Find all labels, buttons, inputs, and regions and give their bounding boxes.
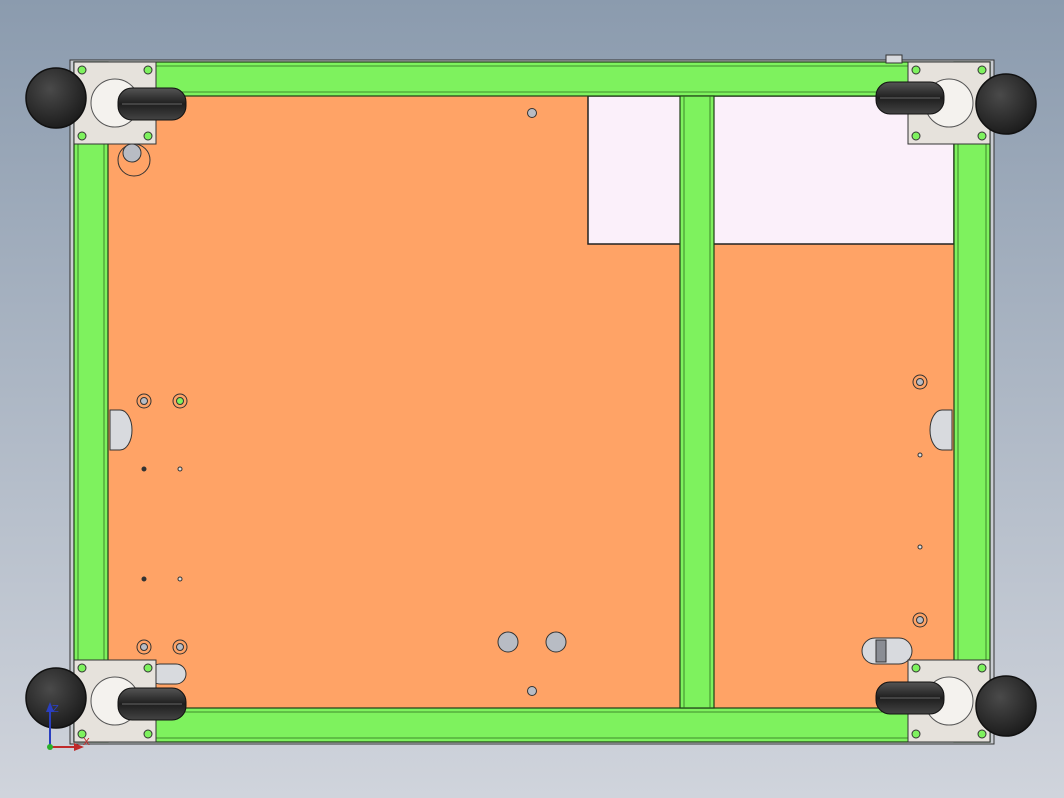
caster-wheel xyxy=(25,67,87,129)
bracket-bolt xyxy=(77,131,87,141)
caster-wheel xyxy=(975,675,1037,737)
bracket-bolt xyxy=(143,131,153,141)
bolt-hole-inner xyxy=(916,616,924,624)
orientation-triad: Z X xyxy=(46,702,90,751)
caster-top-right[interactable] xyxy=(875,61,1037,145)
frame-right-rail[interactable] xyxy=(953,61,991,743)
frame-clip xyxy=(885,54,903,64)
frame-left-rail[interactable] xyxy=(73,61,109,743)
pivot-hole-inner xyxy=(122,143,142,163)
bolt-hole-inner xyxy=(140,643,148,651)
triad-z-arrow xyxy=(46,702,54,712)
small-hole xyxy=(177,576,183,582)
right-lower-latch-bolt xyxy=(875,639,887,663)
small-hole xyxy=(141,466,147,472)
bracket-bolt xyxy=(77,729,87,739)
bracket-bolt xyxy=(911,729,921,739)
bolt-hole-inner xyxy=(916,378,924,386)
bracket-bolt xyxy=(911,131,921,141)
frame-bottom-rail[interactable] xyxy=(73,707,991,743)
bolt-hole-inner xyxy=(176,397,184,405)
left-latch[interactable] xyxy=(109,409,133,451)
storage-box[interactable] xyxy=(587,95,955,245)
plate-holes xyxy=(117,108,928,696)
frame-center-rail[interactable] xyxy=(679,95,715,709)
cable-hole xyxy=(497,631,519,653)
rail-bevels xyxy=(74,62,990,742)
triad-z-label: Z xyxy=(52,704,59,715)
bracket-bolt xyxy=(143,663,153,673)
frame-top-rail[interactable] xyxy=(73,61,991,97)
right-latch[interactable] xyxy=(929,409,953,451)
bracket-bolt xyxy=(77,663,87,673)
caster-wheel xyxy=(975,73,1037,135)
triad-x-arrow xyxy=(74,743,84,751)
small-hole xyxy=(141,576,147,582)
bracket-bolt xyxy=(977,729,987,739)
bolt-hole-inner xyxy=(140,397,148,405)
triad-x-label: X xyxy=(83,737,90,748)
mount-hole xyxy=(527,686,537,696)
small-hole xyxy=(917,452,923,458)
bracket-bolt xyxy=(143,65,153,75)
caster-bottom-right[interactable] xyxy=(875,659,1037,743)
bracket-bolt xyxy=(977,131,987,141)
casters xyxy=(25,61,1037,743)
right-lower-latch[interactable] xyxy=(861,637,913,665)
frame-members xyxy=(73,61,991,743)
bracket-bolt xyxy=(77,65,87,75)
mount-hole xyxy=(527,108,537,118)
small-hole xyxy=(917,544,923,550)
bolt-hole-inner xyxy=(176,643,184,651)
bracket-bolt xyxy=(911,663,921,673)
caster-bottom-left[interactable] xyxy=(25,659,187,743)
caster-wheel xyxy=(25,667,87,729)
bracket-bolt xyxy=(977,663,987,673)
bracket-bolt xyxy=(143,729,153,739)
cable-hole xyxy=(545,631,567,653)
triad-origin xyxy=(47,744,53,750)
side-latches xyxy=(109,409,953,685)
caster-top-left[interactable] xyxy=(25,61,187,145)
bracket-bolt xyxy=(977,65,987,75)
bracket-bolt xyxy=(911,65,921,75)
small-hole xyxy=(177,466,183,472)
